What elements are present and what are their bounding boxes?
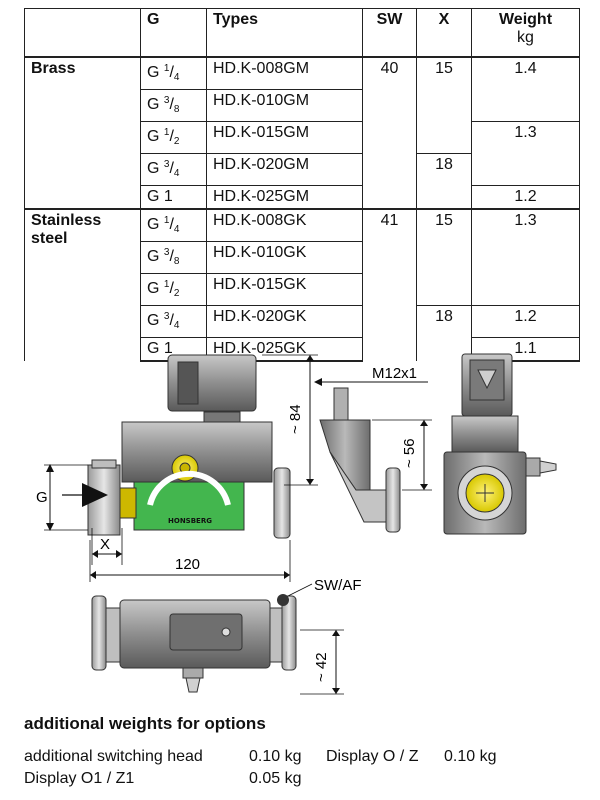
dim-m12-label: M12x1 [372,365,417,382]
g-size: G 3/4 [140,305,207,338]
g-size: G 1/4 [140,57,207,90]
x-cell: 18 [416,305,472,361]
table-header-row: G Types SW X Weight kg [24,8,580,58]
g-size: G 1/4 [140,208,207,242]
table-row: G 3/4 HD.K-020GM 18 [25,153,580,209]
option-display-o1z1-weight: 0.05 kg [249,770,302,787]
type-cell: HD.K-015GM [206,121,363,154]
x-cell: 15 [416,208,472,306]
weight-cell: 1.3 [471,208,580,306]
side-view: M12x1 ~ 56 [314,365,432,533]
table-row: G 1/2 HD.K-015GK [25,273,580,306]
g-size: G 3/8 [140,241,207,274]
brand-label: HONSBERG [168,517,212,525]
table-row: G 3/8 HD.K-010GK [25,241,580,274]
front-view: HONSBERG G X 120 [36,354,318,582]
header-types: Types [206,8,363,58]
option-switching-head: additional switching head [24,748,203,765]
table-row: Brass G 1/4 HD.K-008GM 40 15 1.4 [24,57,580,209]
type-cell: HD.K-010GM [206,89,363,122]
spec-table: G Types SW X Weight kg Brass G 1/4 HD.K-… [24,8,580,362]
option-switching-head-weight: 0.10 kg [249,748,302,765]
header-weight-label: Weight [498,11,553,28]
option-display-o1z1: Display O1 / Z1 [24,770,135,787]
g-size: G 1 [140,185,207,209]
header-sw: SW [362,8,417,58]
type-cell: HD.K-020GK [206,305,363,338]
weight-cell: 1.2 [471,305,580,338]
option-display-oz-weight: 0.10 kg [444,748,497,765]
top-view: SW/AF ~ 42 [91,577,362,695]
type-cell: HD.K-025GM [206,185,363,209]
g-size: G 1/2 [140,273,207,306]
header-weight-unit: kg [517,29,534,46]
material-brass: Brass [24,57,141,209]
table-row: G 1 HD.K-025GK 1.1 [25,337,580,362]
weight-cell: 1.2 [471,185,580,209]
sw-brass: 40 [362,57,417,209]
additional-weights-title: additional weights for options [24,714,266,733]
type-cell: HD.K-008GM [206,57,363,90]
x-cell: 15 [416,57,472,154]
g-size: G 3/8 [140,89,207,122]
dim-swaf-label: SW/AF [314,577,362,594]
technical-drawing: HONSBERG G X 120 [36,353,557,695]
dim-84-label: ~ 84 [287,404,304,434]
type-cell: HD.K-008GK [206,208,363,242]
dim-g-label: G [36,489,48,506]
dim-120-label: 120 [175,556,200,573]
option-display-oz: Display O / Z [326,748,419,765]
weight-cell: 1.3 [471,121,580,186]
header-g: G [140,8,207,58]
table-row: G 1/2 HD.K-015GM 1.3 [25,121,580,186]
type-cell: HD.K-020GM [206,153,363,186]
dim-56-label: ~ 56 [401,438,418,468]
header-empty [24,8,141,58]
weight-cell: 1.4 [471,57,580,122]
header-x: X [416,8,472,58]
table-row: G 1 HD.K-025GM 1.2 [25,185,580,209]
connector-head [167,354,257,425]
table-row: G 3/4 HD.K-020GK 18 1.2 [25,305,580,361]
type-cell: HD.K-025GK [206,337,363,362]
dim-42-label: ~ 42 [313,652,330,682]
dim-x-label: X [100,536,110,553]
g-size: G 1/2 [140,121,207,154]
sw-stainless: 41 [362,208,417,361]
header-weight: Weight kg [471,8,580,58]
x-cell: 18 [416,153,472,209]
type-cell: HD.K-010GK [206,241,363,274]
type-cell: HD.K-015GK [206,273,363,306]
table-row: G 3/8 HD.K-010GM [25,89,580,122]
end-view [443,353,557,535]
g-size: G 3/4 [140,153,207,186]
